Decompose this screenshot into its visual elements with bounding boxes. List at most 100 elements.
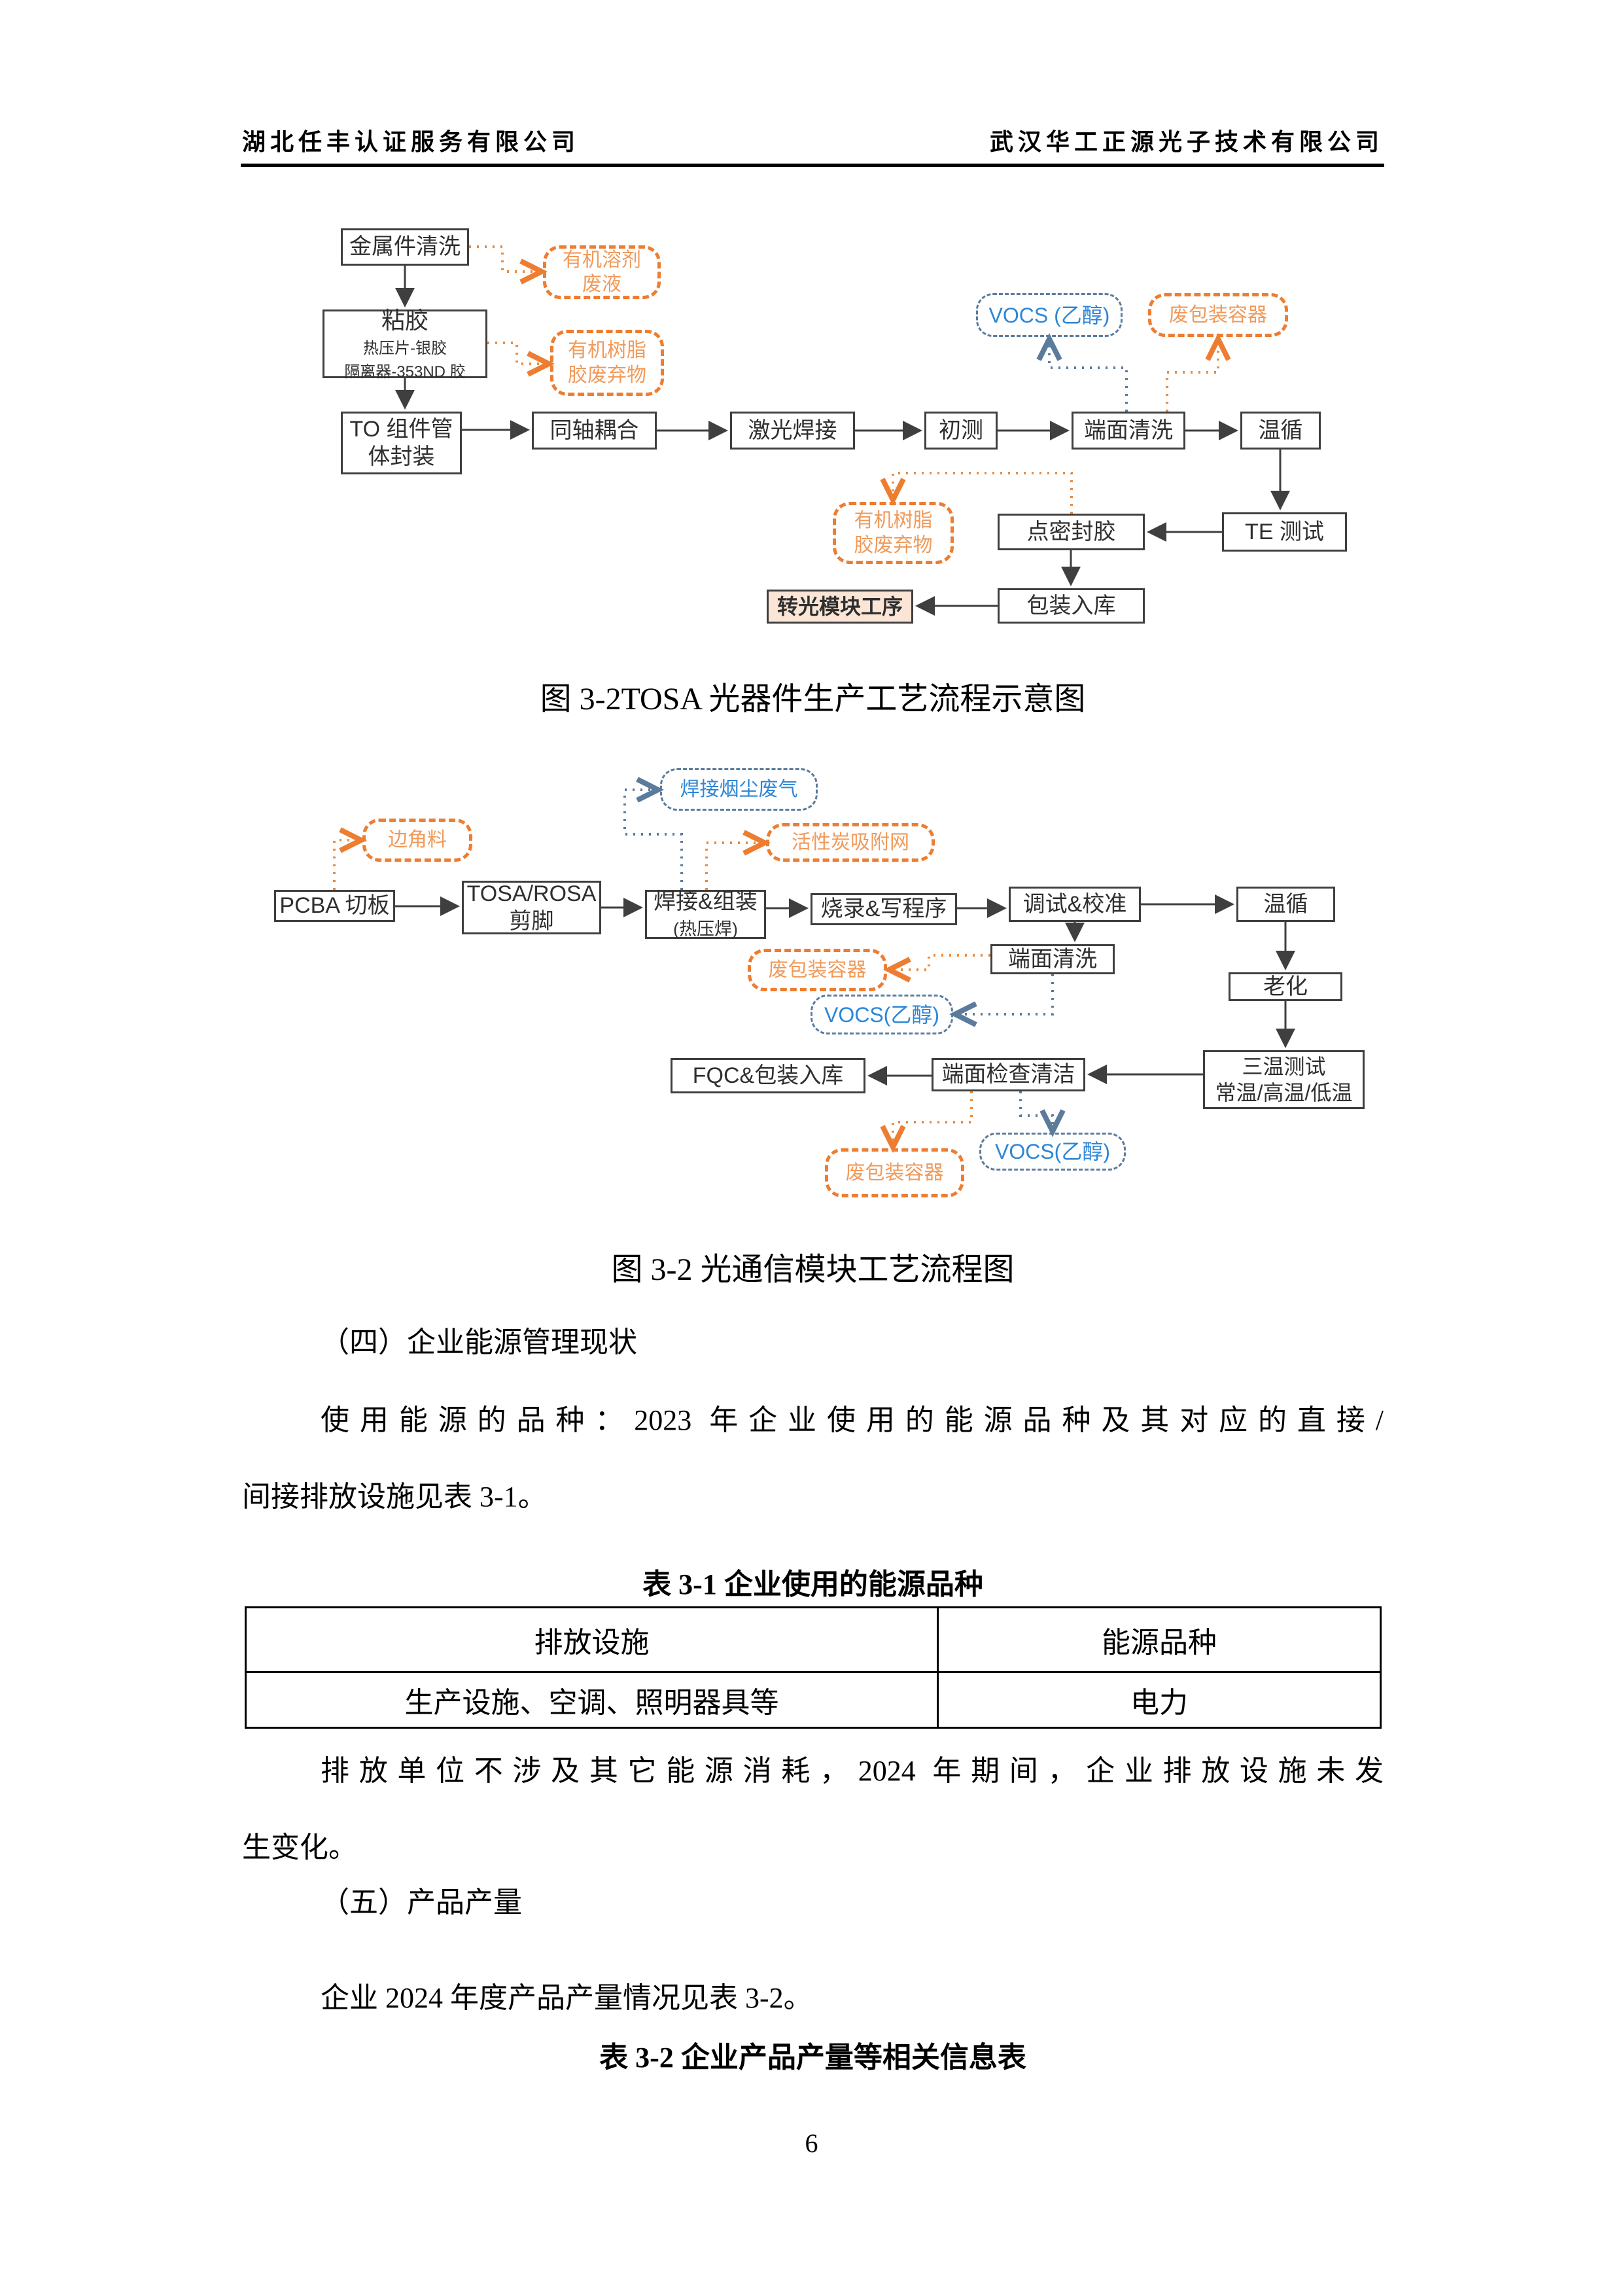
node-label: TO 组件管 体封装	[349, 416, 453, 470]
waste-label: 有机树脂 胶废弃物	[568, 340, 646, 386]
node-three-temp-test: 三温测试 常温/高温/低温	[1203, 1050, 1365, 1109]
node-to-optical-module: 转光模块工序	[767, 590, 913, 624]
node-label: FQC&包装入库	[692, 1063, 844, 1088]
flowchart-optical-module: 焊接烟尘废气 边角料 活性炭吸附网 PCBA 切板 TOSA/ROSA 剪脚 焊…	[249, 739, 1400, 1237]
waste-label: 废包装容器	[845, 1161, 944, 1184]
node-to-package: TO 组件管 体封装	[341, 412, 462, 474]
node-endface-inspect: 端面检查清洁	[932, 1058, 1085, 1091]
node-label: 点密封胶	[1026, 519, 1116, 544]
table-header-row: 排放设施 能源品种	[245, 1606, 1382, 1673]
node-weld-assemble: 焊接&组装 (热压焊)	[645, 889, 766, 939]
waste-packaging-container-1: 废包装容器	[748, 949, 887, 991]
section4-heading: （四）企业能源管理现状	[321, 1326, 637, 1358]
waste-packaging-container-2: 废包装容器	[825, 1148, 964, 1197]
section4-paragraph: 使用能源的品种：2023 年企业使用的能源品种及其对应的直接/ 间接排放设施见表…	[242, 1382, 1384, 1535]
node-label: 烧录&写程序	[820, 896, 947, 922]
table-cell: 电力	[937, 1671, 1382, 1729]
node-label: PCBA 切板	[279, 893, 390, 919]
node-gluing: 粘胶 热压片-银胶 隔离器-353ND 胶	[323, 307, 487, 381]
waste-scrap: 边角料	[362, 819, 472, 862]
node-metal-cleaning: 金属件清洗	[341, 228, 469, 266]
node-label: 端面清洗	[1008, 946, 1097, 972]
waste-vocs-2: VOCS(乙醇)	[979, 1133, 1126, 1171]
waste-label: 边角料	[388, 829, 447, 851]
header-divider	[241, 164, 1384, 167]
node-label: 激光焊接	[748, 417, 837, 443]
waste-organic-resin-2: 有机树脂 胶废弃物	[833, 502, 954, 564]
node-tosa-rosa-trim: TOSA/ROSA 剪脚	[462, 881, 601, 934]
node-label: 焊接&组装	[654, 889, 758, 915]
node-label: 同轴耦合	[550, 417, 639, 443]
flowchart-tosa-connectors	[395, 245, 1290, 616]
paragraph-line: 间接排放设施见表 3-1。	[242, 1481, 547, 1513]
waste-carbon-net: 活性炭吸附网	[766, 823, 935, 862]
waste-packaging-container: 废包装容器	[1148, 293, 1288, 337]
waste-vocs-1: VOCS(乙醇)	[811, 995, 953, 1034]
node-label: TOSA/ROSA 剪脚	[466, 881, 597, 934]
node-label: TE 测试	[1245, 519, 1324, 544]
node-label: 温循	[1258, 417, 1303, 443]
paragraph-line: 排放单位不涉及其它能源消耗，2024 年期间，企业排放设施未发	[321, 1755, 1384, 1787]
waste-label: 废包装容器	[768, 959, 867, 981]
node-packing-storage: 包装入库	[998, 588, 1145, 624]
node-aging: 老化	[1229, 972, 1342, 1001]
table-header-cell: 排放设施	[245, 1606, 939, 1673]
node-burn-program: 烧录&写程序	[811, 893, 957, 925]
node-temp-cycling-2: 温循	[1236, 887, 1335, 922]
header-right-company: 武汉华工正源光子技术有限公司	[989, 129, 1384, 155]
node-label: 初测	[939, 417, 983, 443]
node-label: 粘胶	[381, 307, 428, 334]
node-pcba-cutting: PCBA 切板	[274, 890, 395, 922]
flowchart-module-connectors	[333, 777, 1295, 1153]
table-cell: 生产设施、空调、照明器具等	[245, 1671, 939, 1729]
energy-table: 排放设施 能源品种 生产设施、空调、照明器具等 电力	[245, 1606, 1382, 1729]
paragraph-line: 企业 2024 年度产品产量情况见表 3-2。	[321, 1982, 812, 2014]
node-label: 老化	[1263, 974, 1308, 999]
node-label: 金属件清洗	[349, 234, 461, 260]
node-te-test: TE 测试	[1222, 512, 1347, 552]
node-sublabel: (热压焊)	[673, 919, 738, 939]
node-debug-calibrate: 调试&校准	[1009, 887, 1141, 922]
section5-heading: （五）产品产量	[321, 1886, 522, 1918]
node-label: 端面检查清洁	[941, 1062, 1075, 1087]
table2-title: 表 3-2 企业产品产量等相关信息表	[599, 2041, 1026, 2074]
node-fqc-packing: FQC&包装入库	[671, 1058, 865, 1093]
waste-label: VOCS(乙醇)	[994, 1140, 1110, 1163]
waste-label: 废包装容器	[1169, 304, 1267, 326]
node-temp-cycling: 温循	[1240, 412, 1321, 450]
waste-label: VOCS(乙醇)	[824, 1002, 939, 1027]
node-label: 端面清洗	[1084, 417, 1173, 443]
node-sublabel: 隔离器-353ND 胶	[344, 363, 466, 381]
waste-label: 有机树脂 胶废弃物	[854, 510, 933, 556]
node-label: 转光模块工序	[777, 595, 903, 618]
waste-label: VOCS (乙醇)	[988, 303, 1110, 327]
table1-title: 表 3-1 企业使用的能源品种	[642, 1568, 983, 1600]
node-label: 三温测试 常温/高温/低温	[1215, 1055, 1353, 1104]
node-sublabel: 热压片-银胶	[363, 340, 447, 357]
node-label: 温循	[1263, 891, 1308, 917]
page-number: 6	[805, 2128, 818, 2158]
waste-weld-fume: 焊接烟尘废气	[660, 768, 818, 811]
waste-label: 有机溶剂 废液	[563, 249, 641, 296]
figure2-caption: 图 3-2 光通信模块工艺流程图	[611, 1252, 1015, 1287]
table-row: 生产设施、空调、照明器具等 电力	[245, 1671, 1382, 1729]
node-seal-glue: 点密封胶	[998, 514, 1145, 550]
table-header-cell: 能源品种	[937, 1606, 1382, 1673]
paragraph-line: 生变化。	[242, 1831, 357, 1863]
section5-paragraph: 企业 2024 年度产品产量情况见表 3-2。	[242, 1960, 1384, 2036]
figure1-caption: 图 3-2TOSA 光器件生产工艺流程示意图	[540, 682, 1086, 716]
header-left-company: 湖北任丰认证服务有限公司	[242, 129, 580, 155]
node-endface-cleaning-2: 端面清洗	[990, 944, 1115, 974]
node-initial-test: 初测	[924, 412, 998, 450]
waste-organic-solvent: 有机溶剂 废液	[543, 245, 661, 299]
flowchart-tosa: 金属件清洗 有机溶剂 废液 粘胶 热压片-银胶 隔离器-353ND 胶 有机树脂…	[275, 203, 1426, 661]
waste-vocs-ethanol: VOCS (乙醇)	[976, 293, 1123, 337]
waste-organic-resin-1: 有机树脂 胶废弃物	[550, 330, 664, 396]
node-label: 调试&校准	[1022, 891, 1127, 917]
waste-label: 焊接烟尘废气	[680, 778, 798, 800]
waste-label: 活性炭吸附网	[792, 831, 909, 853]
node-laser-welding: 激光焊接	[730, 412, 855, 450]
node-endface-cleaning: 端面清洗	[1072, 412, 1185, 450]
node-label: 包装入库	[1026, 593, 1116, 618]
